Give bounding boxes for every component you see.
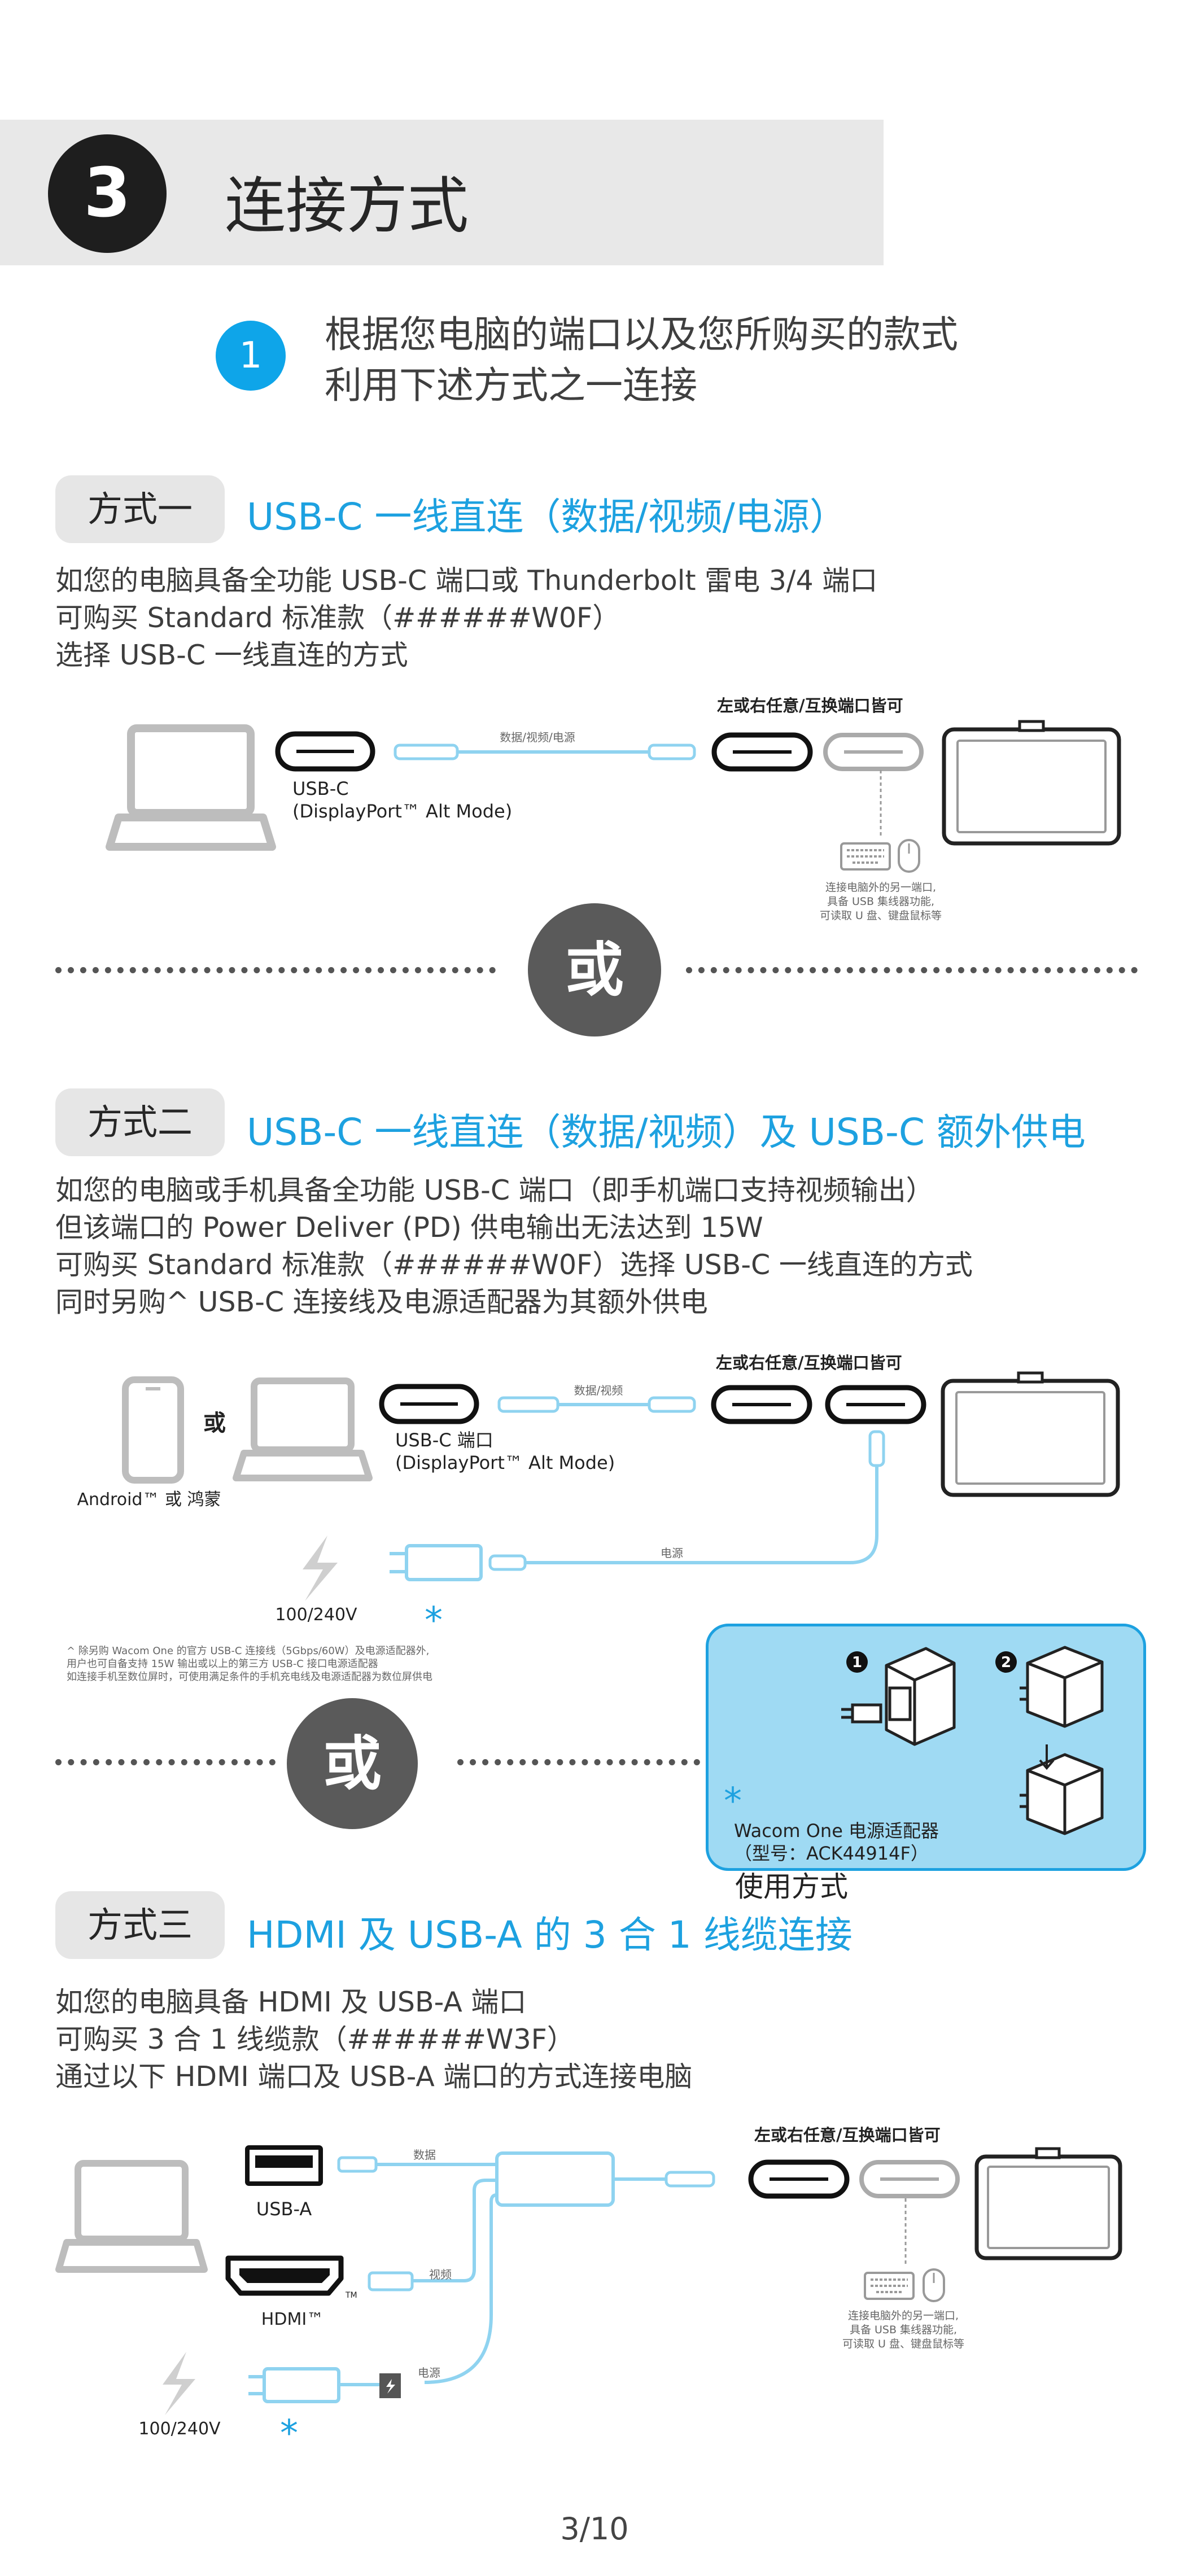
- power-adapter-icon: [248, 2367, 401, 2403]
- pen-display-icon: [941, 1371, 1120, 1497]
- method-2-description: 如您的电脑或手机具备全功能 USB-C 端口（即手机端口支持视频输出） 但该端口…: [55, 1172, 973, 1321]
- hub-note-line: 连接电脑外的另一端口,: [825, 881, 936, 894]
- adapter-usage-illustration: 1 2 * Wacom One 电源适配器 （型号：ACK44914F）: [724, 1646, 1104, 1864]
- three-in-one-cable-icon: [337, 2151, 715, 2384]
- desc-line: 如您的电脑具备全功能 USB-C 端口或 Thunderbolt 雷电 3/4 …: [55, 565, 878, 597]
- desc-line: 通过以下 HDMI 端口及 USB-A 端口的方式连接电脑: [55, 2061, 693, 2093]
- data-cable-label: 数据: [413, 2148, 436, 2162]
- or-divider-badge: 或: [528, 903, 661, 1036]
- video-cable-label: 视频: [429, 2268, 452, 2281]
- separator-dots-right: [686, 967, 1138, 973]
- step-instruction: 根据您电脑的端口以及您所购买的款式 利用下述方式之一连接: [325, 309, 958, 411]
- method-1-heading: USB-C 一线直连（数据/视频/电源）: [247, 495, 847, 539]
- keyboard-icon: [840, 842, 891, 871]
- method-2-tag: 方式二: [55, 1088, 225, 1156]
- separator-dots-left: [55, 1759, 276, 1765]
- mouse-icon: [923, 2268, 945, 2302]
- method-1-description: 如您的电脑具备全功能 USB-C 端口或 Thunderbolt 雷电 3/4 …: [55, 562, 877, 674]
- hub-note-line: 可读取 U 盘、键盘鼠标等: [820, 909, 942, 922]
- phone-icon: [122, 1376, 184, 1484]
- method-2-heading: USB-C 一线直连（数据/视频）及 USB-C 额外供电: [247, 1110, 1086, 1154]
- power-cable-icon: [488, 1430, 885, 1571]
- method-3-heading: HDMI 及 USB-A 的 3 合 1 线缆连接: [247, 1913, 853, 1957]
- power-adapter-icon: [390, 1544, 483, 1581]
- hub-note-line: 连接电脑外的另一端口,: [848, 2310, 959, 2322]
- step-number-badge: 1: [216, 321, 286, 391]
- desc-line: 同时另购^ USB-C 连接线及电源适配器为其额外供电: [55, 1286, 708, 1318]
- either-side-note: 左或右任意/互换端口皆可: [717, 696, 903, 715]
- either-side-note: 左或右任意/互换端口皆可: [716, 1353, 902, 1372]
- svg-text:2: 2: [1001, 1654, 1011, 1671]
- port-label-alt-mode: (DisplayPort™ Alt Mode): [292, 801, 512, 822]
- section-title: 连接方式: [225, 171, 469, 242]
- cable-label: 数据/视频/电源: [500, 731, 575, 744]
- separator-dots-right: [457, 1759, 700, 1765]
- asterisk-mark: *: [724, 1781, 742, 1822]
- electricity-icon: [163, 2352, 195, 2415]
- footnote-line: ^ 除另购 Wacom One 的官方 USB-C 连接线（5Gbps/60W）…: [67, 1645, 429, 1657]
- voltage-label: 100/240V: [275, 1605, 357, 1625]
- hdmi-label: HDMI™: [261, 2310, 324, 2329]
- desc-line: 但该端口的 Power Deliver (PD) 供电输出无法达到 15W: [55, 1212, 763, 1244]
- method-3-tag: 方式三: [55, 1891, 225, 1959]
- hdmi-port-icon: [225, 2255, 344, 2296]
- step-instruction-line: 利用下述方式之一连接: [325, 364, 697, 407]
- desc-line: 选择 USB-C 一线直连的方式: [55, 639, 408, 671]
- hub-note-line: 可读取 U 盘、键盘鼠标等: [842, 2338, 964, 2350]
- adapter-model: （型号：ACK44914F）: [734, 1843, 929, 1864]
- usb-c-cable-icon: [497, 1396, 696, 1413]
- power-cable-label: 电源: [661, 1546, 683, 1560]
- port-label: USB-C: [292, 778, 349, 799]
- adapter-release-icon: [1020, 1744, 1104, 1835]
- step-instruction-line: 根据您电脑的端口以及您所购买的款式: [325, 313, 958, 356]
- phone-os-label: Android™ 或 鸿蒙: [77, 1490, 221, 1510]
- voltage-label: 100/240V: [138, 2419, 221, 2439]
- adapter-assembled-icon: [1020, 1646, 1104, 1728]
- phone-or-label: 或: [203, 1410, 226, 1436]
- either-side-note: 左或右任意/互换端口皆可: [754, 2125, 941, 2145]
- adapter-plug-insert-icon: [841, 1647, 956, 1746]
- method-3-diagram: USB-A TM HDMI™ 数据 视频 电源 100/240V * 左或右任意…: [55, 2125, 1122, 2450]
- usb-a-label: USB-A: [256, 2198, 312, 2220]
- method-3-description: 如您的电脑具备 HDMI 及 USB-A 端口 可购买 3 合 1 线缆款（##…: [55, 1984, 692, 2096]
- power-cable-label: 电源: [418, 2366, 440, 2380]
- adapter-title: Wacom One 电源适配器: [734, 1820, 939, 1842]
- separator-dots-left: [55, 967, 496, 973]
- port-label: USB-C 端口: [395, 1429, 493, 1451]
- hub-note-line: 具备 USB 集线器功能,: [827, 895, 934, 908]
- asterisk-mark: *: [425, 1600, 443, 1642]
- page-number: 3/10: [560, 2511, 629, 2547]
- laptop-icon: [106, 724, 276, 851]
- usb-a-port-icon: [245, 2145, 323, 2186]
- desc-line: 可购买 Standard 标准款（######W0F）: [55, 602, 620, 634]
- desc-line: 如您的电脑或手机具备全功能 USB-C 端口（即手机端口支持视频输出）: [55, 1174, 934, 1206]
- cable-label: 数据/视频: [574, 1384, 623, 1397]
- laptop-icon: [233, 1377, 373, 1481]
- method-2-diagram: 或 Android™ 或 鸿蒙 USB-C 端口 (DisplayPort™ A…: [67, 1353, 1120, 1683]
- keyboard-icon: [864, 2272, 915, 2300]
- section-number-badge: 3: [48, 134, 167, 253]
- desc-line: 可购买 Standard 标准款（######W0F）选择 USB-C 一线直连…: [55, 1249, 973, 1281]
- port-label-alt-mode: (DisplayPort™ Alt Mode): [395, 1452, 615, 1473]
- footnote-line: 如连接手机至数位屏时，可使用满足条件的手机充电线及电源适配器为数位屏供电: [67, 1671, 432, 1683]
- mouse-icon: [898, 839, 920, 873]
- asterisk-mark: *: [280, 2413, 298, 2450]
- or-divider-badge: 或: [287, 1698, 418, 1829]
- footnote-line: 用户也可自备支持 15W 输出或以上的第三方 USB-C 接口电源适配器: [67, 1658, 378, 1670]
- pen-display-icon: [974, 2147, 1122, 2260]
- laptop-icon: [55, 2160, 208, 2273]
- method-1-diagram: USB-C (DisplayPort™ Alt Mode) 数据/视频/电源 左…: [106, 696, 1121, 922]
- desc-line: 可购买 3 合 1 线缆款（######W3F）: [55, 2023, 575, 2055]
- usb-c-cable-icon: [394, 744, 696, 760]
- adapter-usage-title: 使用方式: [735, 1870, 848, 1903]
- pen-display-icon: [942, 720, 1121, 846]
- tm-mark: TM: [345, 2291, 357, 2300]
- hub-note-line: 具备 USB 集线器功能,: [850, 2324, 957, 2336]
- svg-text:1: 1: [852, 1654, 862, 1671]
- electricity-icon: [303, 1536, 338, 1601]
- step-1-marker: [846, 1651, 868, 1673]
- desc-line: 如您的电脑具备 HDMI 及 USB-A 端口: [55, 1986, 527, 2018]
- method-1-tag: 方式一: [55, 475, 225, 543]
- step-2-marker: [995, 1651, 1017, 1673]
